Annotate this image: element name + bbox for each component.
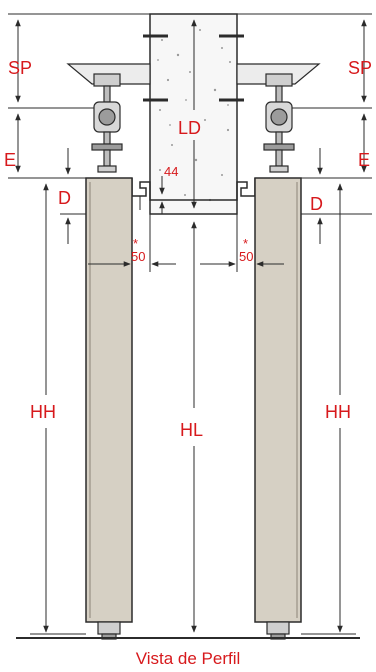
dim-50-right bbox=[200, 206, 284, 272]
roller-hanger-right bbox=[263, 73, 295, 173]
floor-guide-right bbox=[266, 621, 290, 640]
dim-d-right bbox=[301, 148, 372, 244]
door-panel-right bbox=[254, 177, 302, 623]
label-d-right: D bbox=[310, 194, 323, 214]
label-e-left: E bbox=[4, 150, 16, 170]
label-sp-right: SP bbox=[348, 58, 372, 78]
dim-e-right bbox=[301, 113, 372, 179]
dim-d-left bbox=[60, 148, 86, 244]
dim-sp-right bbox=[237, 13, 372, 109]
label-d-left: D bbox=[58, 188, 71, 208]
label-hl: HL bbox=[180, 420, 203, 440]
dim-44 bbox=[139, 176, 165, 214]
label-50-right: 50 bbox=[239, 249, 253, 264]
label-44: 44 bbox=[164, 164, 178, 179]
door-panel-left bbox=[85, 177, 133, 623]
dim-50-left bbox=[88, 206, 176, 272]
label-sp-left: SP bbox=[8, 58, 32, 78]
dim-hh-right bbox=[301, 183, 356, 635]
dim-sp-left bbox=[8, 13, 150, 109]
dim-hh-left bbox=[30, 183, 86, 635]
label-star-right: * bbox=[243, 236, 248, 251]
label-e-right: E bbox=[358, 150, 370, 170]
dim-e-left bbox=[8, 113, 86, 179]
roller-hanger-left bbox=[91, 73, 123, 173]
caption: Vista de Perfil bbox=[136, 649, 241, 668]
floor-guide-left bbox=[97, 621, 121, 640]
label-hh-right: HH bbox=[325, 402, 351, 422]
label-hh-left: HH bbox=[30, 402, 56, 422]
label-50-left: 50 bbox=[131, 249, 145, 264]
label-star-left: * bbox=[133, 236, 138, 251]
label-ld: LD bbox=[178, 118, 201, 138]
